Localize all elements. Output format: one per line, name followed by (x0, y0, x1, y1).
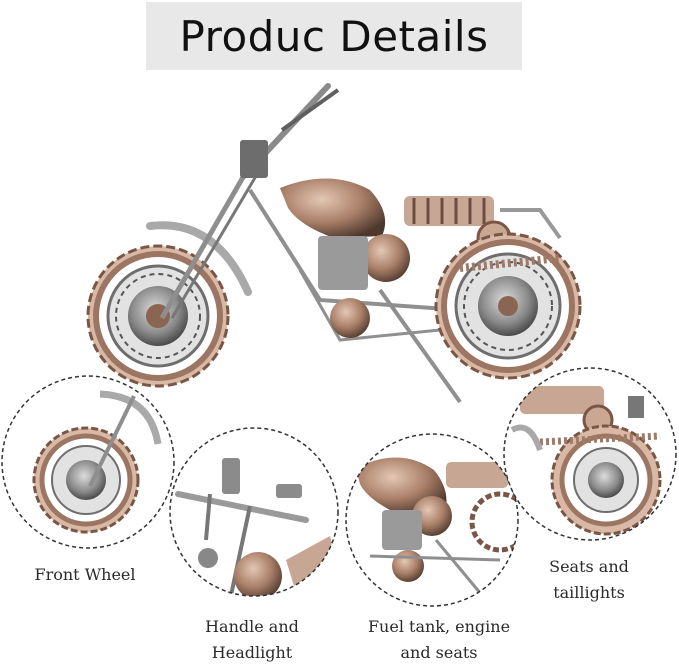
detail-fuel-tank-engine (345, 433, 519, 607)
detail-seats-taillights (503, 367, 677, 541)
page-title: Produc Details (179, 11, 489, 61)
front-wheel-graphic (86, 244, 230, 388)
caption-handle-headlight: Handle and Headlight (190, 614, 314, 666)
seat-spring-graphic (404, 196, 494, 226)
detail-front-wheel (1, 375, 175, 549)
caption-line: taillights (553, 583, 625, 602)
caption-line: Fuel tank, engine (367, 617, 511, 636)
title-banner: Produc Details (146, 2, 522, 70)
detail-handle-headlight (169, 427, 339, 597)
rear-wheel-graphic (434, 232, 582, 380)
caption-line: Seats and (549, 557, 629, 576)
caption-front-wheel: Front Wheel (20, 562, 150, 588)
caption-line: Handle and (205, 617, 299, 636)
caption-line: Front Wheel (34, 565, 136, 584)
motorcycle-main-image (86, 83, 582, 404)
caption-seats-taillights: Seats and taillights (530, 554, 648, 606)
caption-line: and seats (400, 643, 478, 662)
caption-line: Headlight (211, 643, 293, 662)
caption-fuel-tank-engine: Fuel tank, engine and seats (345, 614, 533, 666)
